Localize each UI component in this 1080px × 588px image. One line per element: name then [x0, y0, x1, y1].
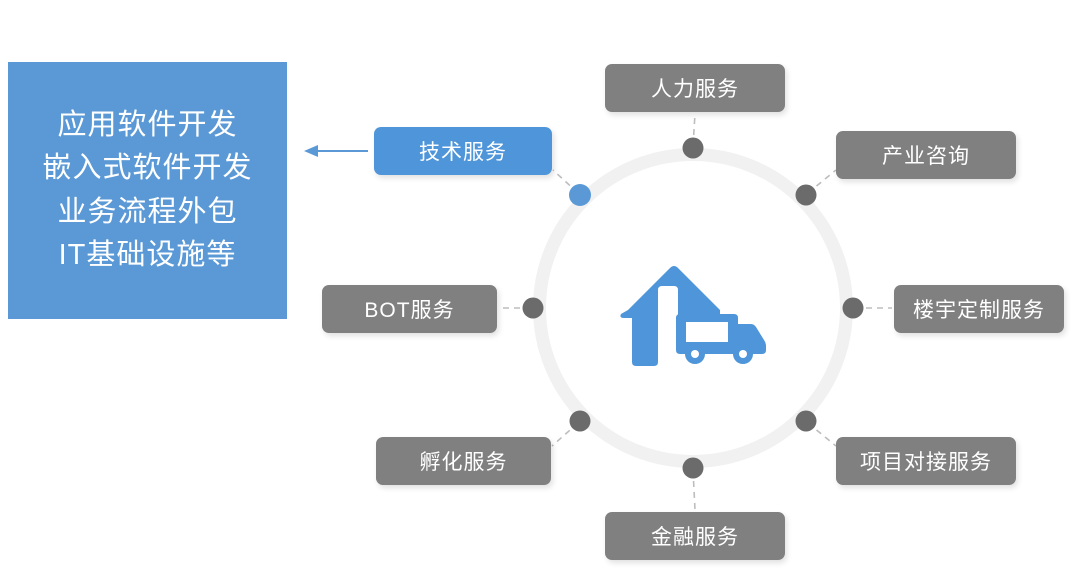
- scope-line-2: 嵌入式软件开发: [42, 152, 253, 185]
- node-dot-fuhua[interactable]: [569, 410, 591, 432]
- left-pointing-arrow: [304, 145, 368, 157]
- node-label-renli[interactable]: 人力服务: [605, 64, 785, 112]
- node-label-jinrong[interactable]: 金融服务: [605, 512, 785, 560]
- node-dot-chanye[interactable]: [795, 184, 817, 206]
- node-label-chanye[interactable]: 产业咨询: [836, 131, 1016, 179]
- warehouse-truck-icon: [620, 266, 766, 366]
- node-dot-xiangmu[interactable]: [795, 410, 817, 432]
- node-label-xiangmu[interactable]: 项目对接服务: [836, 437, 1016, 485]
- service-scope-panel: 应用软件开发 嵌入式软件开发 业务流程外包 IT基础设施等: [8, 62, 287, 319]
- node-label-bot[interactable]: BOT服务: [322, 285, 497, 333]
- node-label-jishu[interactable]: 技术服务: [374, 127, 552, 175]
- node-dot-bot[interactable]: [522, 297, 544, 319]
- node-label-louyu[interactable]: 楼宇定制服务: [894, 285, 1064, 333]
- scope-line-4: IT基础设施等: [58, 238, 237, 271]
- node-dot-jinrong[interactable]: [682, 457, 704, 479]
- scope-line-3: 业务流程外包: [57, 195, 238, 228]
- node-dot-renli[interactable]: [682, 137, 704, 159]
- node-dot-louyu[interactable]: [842, 297, 864, 319]
- node-dot-jishu[interactable]: [569, 184, 591, 206]
- scope-line-1: 应用软件开发: [57, 109, 238, 142]
- node-label-fuhua[interactable]: 孵化服务: [376, 437, 551, 485]
